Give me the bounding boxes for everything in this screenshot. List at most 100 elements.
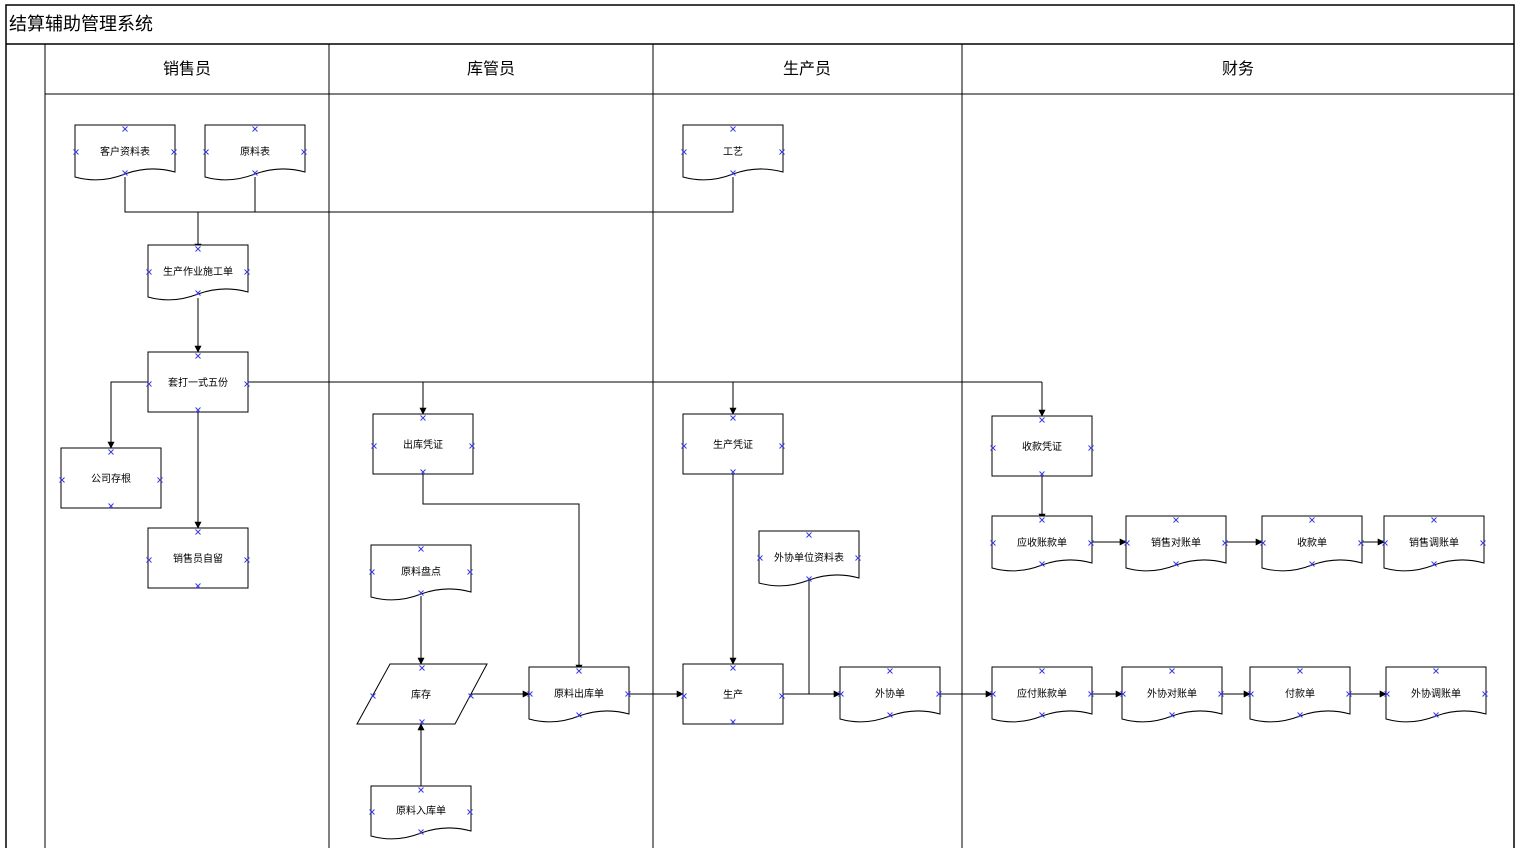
connection-point-marker [730, 719, 736, 725]
connection-point-marker [990, 691, 996, 697]
connection-point-marker [301, 149, 307, 155]
connection-point-marker [59, 477, 65, 483]
box-production-voucher: 生产凭证 [682, 413, 784, 475]
doc-outsource-info: 外协单位资料表 [758, 530, 860, 587]
connection-point-marker [1248, 691, 1254, 697]
connection-point-marker [1309, 561, 1315, 567]
doc-outsource-adjust: 外协调账单 [1385, 666, 1487, 723]
connection-point-marker [371, 443, 377, 449]
label-outsource-order: 外协单 [875, 687, 905, 700]
connection-point-marker [806, 576, 812, 582]
connection-point-marker [244, 557, 250, 563]
data-inventory: 库存 [356, 663, 488, 725]
connection-point-marker [1482, 691, 1488, 697]
label-company-stub: 公司存根 [91, 472, 131, 485]
connection-point-marker [420, 469, 426, 475]
connection-point-marker [1120, 691, 1126, 697]
label-material-out: 原料出库单 [554, 687, 604, 700]
label-material-check: 原料盘点 [401, 565, 441, 578]
connection-point-marker [418, 787, 424, 793]
connection-point-marker [1433, 668, 1439, 674]
connection-point-marker [1222, 540, 1228, 546]
connection-point-marker [625, 691, 631, 697]
doc-material-in: 原料入库单 [370, 785, 472, 840]
connection-point-marker [195, 407, 201, 413]
connection-point-marker [1088, 540, 1094, 546]
connection-point-marker [370, 693, 376, 699]
connection-point-marker [108, 503, 114, 509]
connection-point-marker [252, 170, 258, 176]
connection-point-marker [1088, 445, 1094, 451]
doc-outsource-reconcile: 外协对账单 [1121, 666, 1223, 723]
connection-point-marker [195, 583, 201, 589]
connection-point-marker [806, 532, 812, 538]
connection-point-marker [418, 829, 424, 835]
connection-point-marker [108, 449, 114, 455]
doc-material-check: 原料盘点 [370, 544, 472, 601]
connection-point-marker [730, 126, 736, 132]
doc-work-order: 生产作业施工单 [147, 244, 249, 301]
connection-point-marker [681, 693, 687, 699]
connection-point-marker [990, 540, 996, 546]
label-outsource-adjust: 外协调账单 [1411, 687, 1461, 700]
doc-payable: 应付账款单 [991, 666, 1093, 723]
connection-point-marker [244, 269, 250, 275]
label-sales-keep: 销售员自留 [173, 552, 223, 565]
connection-point-marker [419, 719, 425, 725]
connection-point-marker [855, 555, 861, 561]
connection-point-marker [420, 415, 426, 421]
connection-point-marker [887, 712, 893, 718]
label-material-in: 原料入库单 [396, 804, 446, 817]
connection-point-marker [1088, 691, 1094, 697]
connection-point-marker [1309, 517, 1315, 523]
connection-point-marker [990, 445, 996, 451]
connection-point-marker [171, 149, 177, 155]
label-receipt-note: 收款单 [1297, 536, 1327, 549]
lane-label-sales: 销售员 [163, 59, 211, 78]
box-outbound-voucher: 出库凭证 [372, 413, 474, 475]
connection-point-marker [73, 149, 79, 155]
doc-receivable: 应收账款单 [991, 515, 1093, 572]
connection-point-marker [730, 469, 736, 475]
label-sales-adjust: 销售调账单 [1409, 536, 1459, 549]
label-customer-info: 客户资料表 [100, 145, 150, 158]
connection-point-marker [1169, 712, 1175, 718]
label-payment-note: 付款单 [1285, 687, 1315, 700]
box-production: 生产 [682, 663, 784, 725]
connection-point-marker [887, 668, 893, 674]
connection-point-marker [1297, 668, 1303, 674]
connection-point-marker [195, 246, 201, 252]
connection-point-marker [467, 809, 473, 815]
connection-point-marker [146, 381, 152, 387]
connection-point-marker [1039, 712, 1045, 718]
connection-point-marker [1384, 691, 1390, 697]
connection-point-marker [838, 691, 844, 697]
swimlane-frame [5, 4, 1515, 848]
connection-point-marker [418, 546, 424, 552]
label-outsource-info: 外协单位资料表 [774, 551, 844, 564]
connection-point-marker [1169, 668, 1175, 674]
connection-point-marker [203, 149, 209, 155]
connection-point-marker [122, 126, 128, 132]
connection-point-marker [467, 569, 473, 575]
connection-point-marker [195, 353, 201, 359]
connection-point-marker [1480, 540, 1486, 546]
doc-payment-note: 付款单 [1249, 666, 1351, 723]
connection-point-marker [252, 126, 258, 132]
label-print-five: 套打一式五份 [168, 376, 228, 389]
label-receivable: 应收账款单 [1017, 536, 1067, 549]
connection-point-marker [1039, 668, 1045, 674]
connection-point-marker [779, 149, 785, 155]
connection-point-marker [681, 443, 687, 449]
connection-point-marker [730, 665, 736, 671]
connection-point-marker [1431, 517, 1437, 523]
doc-material-table: 原料表 [204, 124, 306, 181]
connection-point-marker [681, 149, 687, 155]
connection-point-marker [757, 555, 763, 561]
connection-point-marker [418, 590, 424, 596]
lane-label-warehouse: 库管员 [467, 59, 515, 78]
connection-point-marker [1260, 540, 1266, 546]
connection-points [59, 126, 1488, 835]
connection-point-marker [1433, 712, 1439, 718]
